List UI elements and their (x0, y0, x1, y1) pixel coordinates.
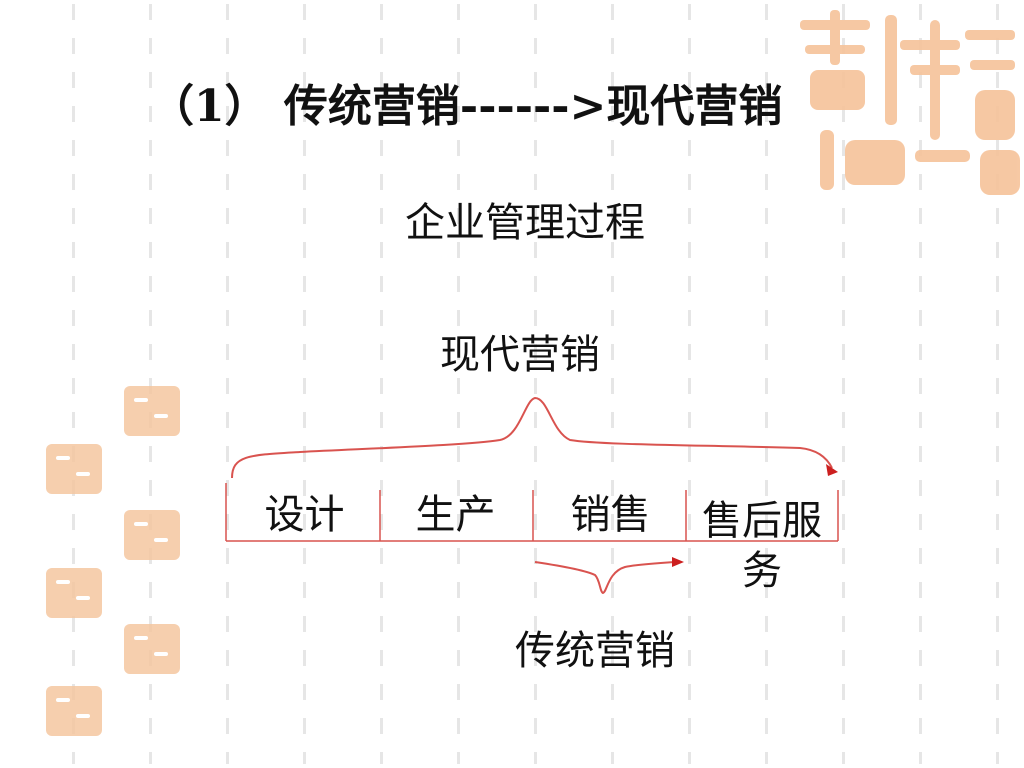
traditional-marketing-label: 传统营销 (515, 628, 675, 674)
stage-after-sales-line-1: 售后服 (702, 498, 822, 544)
lucky-seal-icon (46, 686, 102, 736)
lucky-seal-large-icon (790, 0, 1024, 219)
lucky-seal-icon (124, 386, 180, 436)
slide-title: （1） 传统营销------>现代营销 (150, 81, 783, 132)
stage-after-sales-service: 售后服 务 (688, 496, 836, 596)
lucky-seal-icon (46, 568, 102, 618)
stage-production: 生产 (415, 492, 496, 538)
traditional-marketing-brace (534, 561, 676, 595)
lucky-seal-icon (124, 510, 180, 560)
process-subtitle: 企业管理过程 (405, 200, 645, 246)
stage-sales: 销售 (570, 492, 651, 538)
modern-marketing-arrowhead (826, 464, 838, 476)
stage-after-sales-line-2: 务 (742, 548, 782, 594)
modern-marketing-label: 现代营销 (440, 332, 600, 378)
lucky-seal-icon (124, 624, 180, 674)
lucky-seal-icon (46, 444, 102, 494)
stage-design: 设计 (264, 492, 345, 538)
modern-marketing-brace (231, 396, 833, 479)
traditional-marketing-arrowhead (672, 557, 684, 567)
